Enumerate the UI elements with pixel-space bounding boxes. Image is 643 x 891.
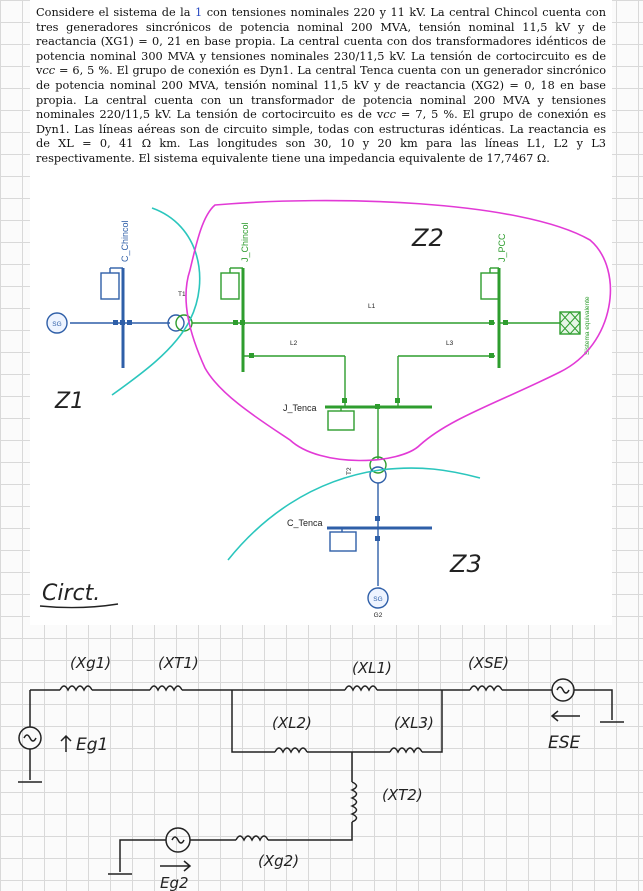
circuit-title: Circt. (42, 581, 100, 606)
zone-1-label: Z1 (54, 389, 84, 414)
inductor-xl1 (344, 685, 378, 692)
transformer-t2-primary[interactable] (369, 456, 387, 474)
label-xg2: (Xg2) (258, 852, 299, 870)
generator-g2-symbol[interactable] (367, 587, 389, 609)
zone-2-label: Z2 (411, 224, 444, 252)
label-xl3: (XL3) (394, 714, 434, 732)
line-l2-label: L2 (290, 340, 298, 347)
problem-statement: Considere el sistema de la 1 con tension… (36, 6, 606, 167)
zone-3-boundary (227, 467, 481, 561)
inductor-xl3 (389, 747, 423, 754)
inductor-xg1 (59, 685, 93, 692)
label-xt1: (XT1) (158, 654, 199, 672)
figure-reference-link[interactable]: 1 (195, 6, 203, 19)
inductor-xt1 (149, 685, 183, 692)
load-box-j-pcc (480, 272, 500, 300)
label-eg1: Eg1 (76, 735, 108, 755)
label-xl2: (XL2) (272, 714, 312, 732)
problem-text-part-1: Considere el sistema de la (36, 6, 196, 19)
transformer-t1-label: T1 (178, 291, 186, 298)
line-l1-label: L1 (368, 303, 376, 310)
inductor-xg2 (235, 835, 269, 842)
load-box-j-chincol (220, 272, 240, 300)
inductor-xt2 (350, 781, 358, 823)
generator-g2-label: G2 (374, 612, 383, 619)
generator-g1-symbol[interactable] (46, 312, 68, 334)
bus-label-j-tenca: J_Tenca (283, 403, 317, 413)
zone-3-label: Z3 (449, 550, 482, 578)
label-xl1: (XL1) (352, 659, 392, 677)
inductor-xse (469, 685, 503, 692)
bus-label-c-tenca: C_Tenca (287, 518, 323, 528)
load-box-c-chincol (100, 272, 120, 300)
generator-g1-sg-label: SG (52, 321, 61, 328)
line-l3-label: L3 (446, 340, 454, 347)
bus-label-j-chincol: J_Chincol (240, 222, 250, 262)
load-box-j-tenca (327, 410, 355, 431)
label-ese: ESE (548, 733, 581, 753)
transformer-t2-label: T2 (346, 467, 353, 475)
label-xt2: (XT2) (382, 786, 423, 804)
label-xg1: (Xg1) (70, 654, 111, 672)
zone-1-boundary (111, 207, 201, 396)
bus-label-j-pcc: J_PCC (497, 233, 507, 262)
label-eg2: Eg2 (160, 874, 189, 891)
zone-2-boundary (185, 199, 612, 462)
inductor-xl2 (274, 747, 308, 754)
generator-g2-sg-label: SG (373, 596, 382, 603)
transformer-t1-primary[interactable] (167, 314, 185, 332)
equivalent-circuit (18, 678, 624, 875)
bus-label-c-chincol: C_Chincol (120, 220, 130, 262)
load-box-c-tenca (329, 531, 357, 552)
external-grid-label: Sistema equivalente (584, 296, 591, 355)
label-xse: (XSE) (468, 654, 509, 672)
document-page: Considere el sistema de la 1 con tension… (30, 0, 612, 625)
problem-text-part-2: con tensiones nominales 220 y 11 kV. La … (36, 6, 610, 165)
